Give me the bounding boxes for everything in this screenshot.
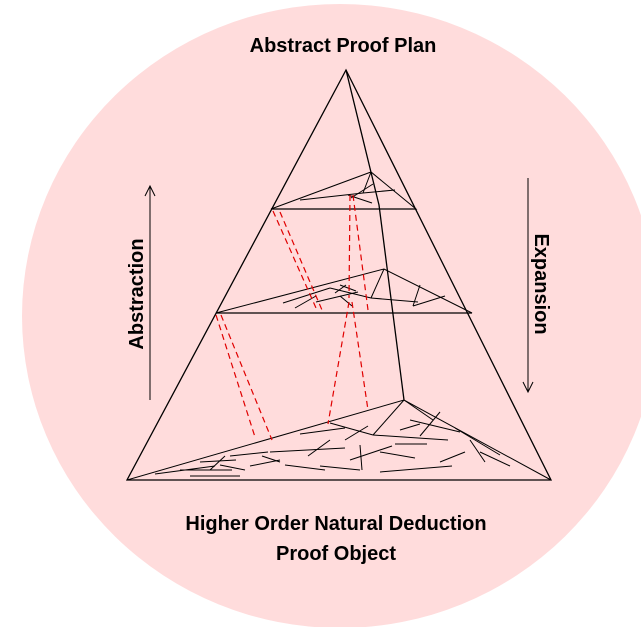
link-2 [279, 211, 323, 311]
proof-object-label: Proof Object [276, 543, 396, 565]
bottom-layer-proof-tree [126, 399, 552, 481]
expansion-label: Expansion [530, 233, 552, 334]
link-5 [215, 314, 256, 438]
link-6 [220, 314, 273, 441]
link-1 [272, 210, 317, 309]
abstraction-arrow [144, 184, 156, 400]
expansion-arrow [522, 178, 534, 394]
natural-deduction-label: Higher Order Natural Deduction [185, 513, 486, 535]
link-3 [348, 194, 351, 299]
abstraction-label: Abstraction [126, 238, 148, 349]
middle-layer-proof-tree [215, 268, 473, 314]
abstract-proof-plan-label: Abstract Proof Plan [250, 35, 437, 57]
top-layer-proof-tree [270, 171, 418, 210]
link-8 [351, 301, 369, 411]
abstraction-links [215, 194, 369, 441]
pyramid-back-edge [345, 69, 405, 401]
link-7 [327, 301, 350, 425]
